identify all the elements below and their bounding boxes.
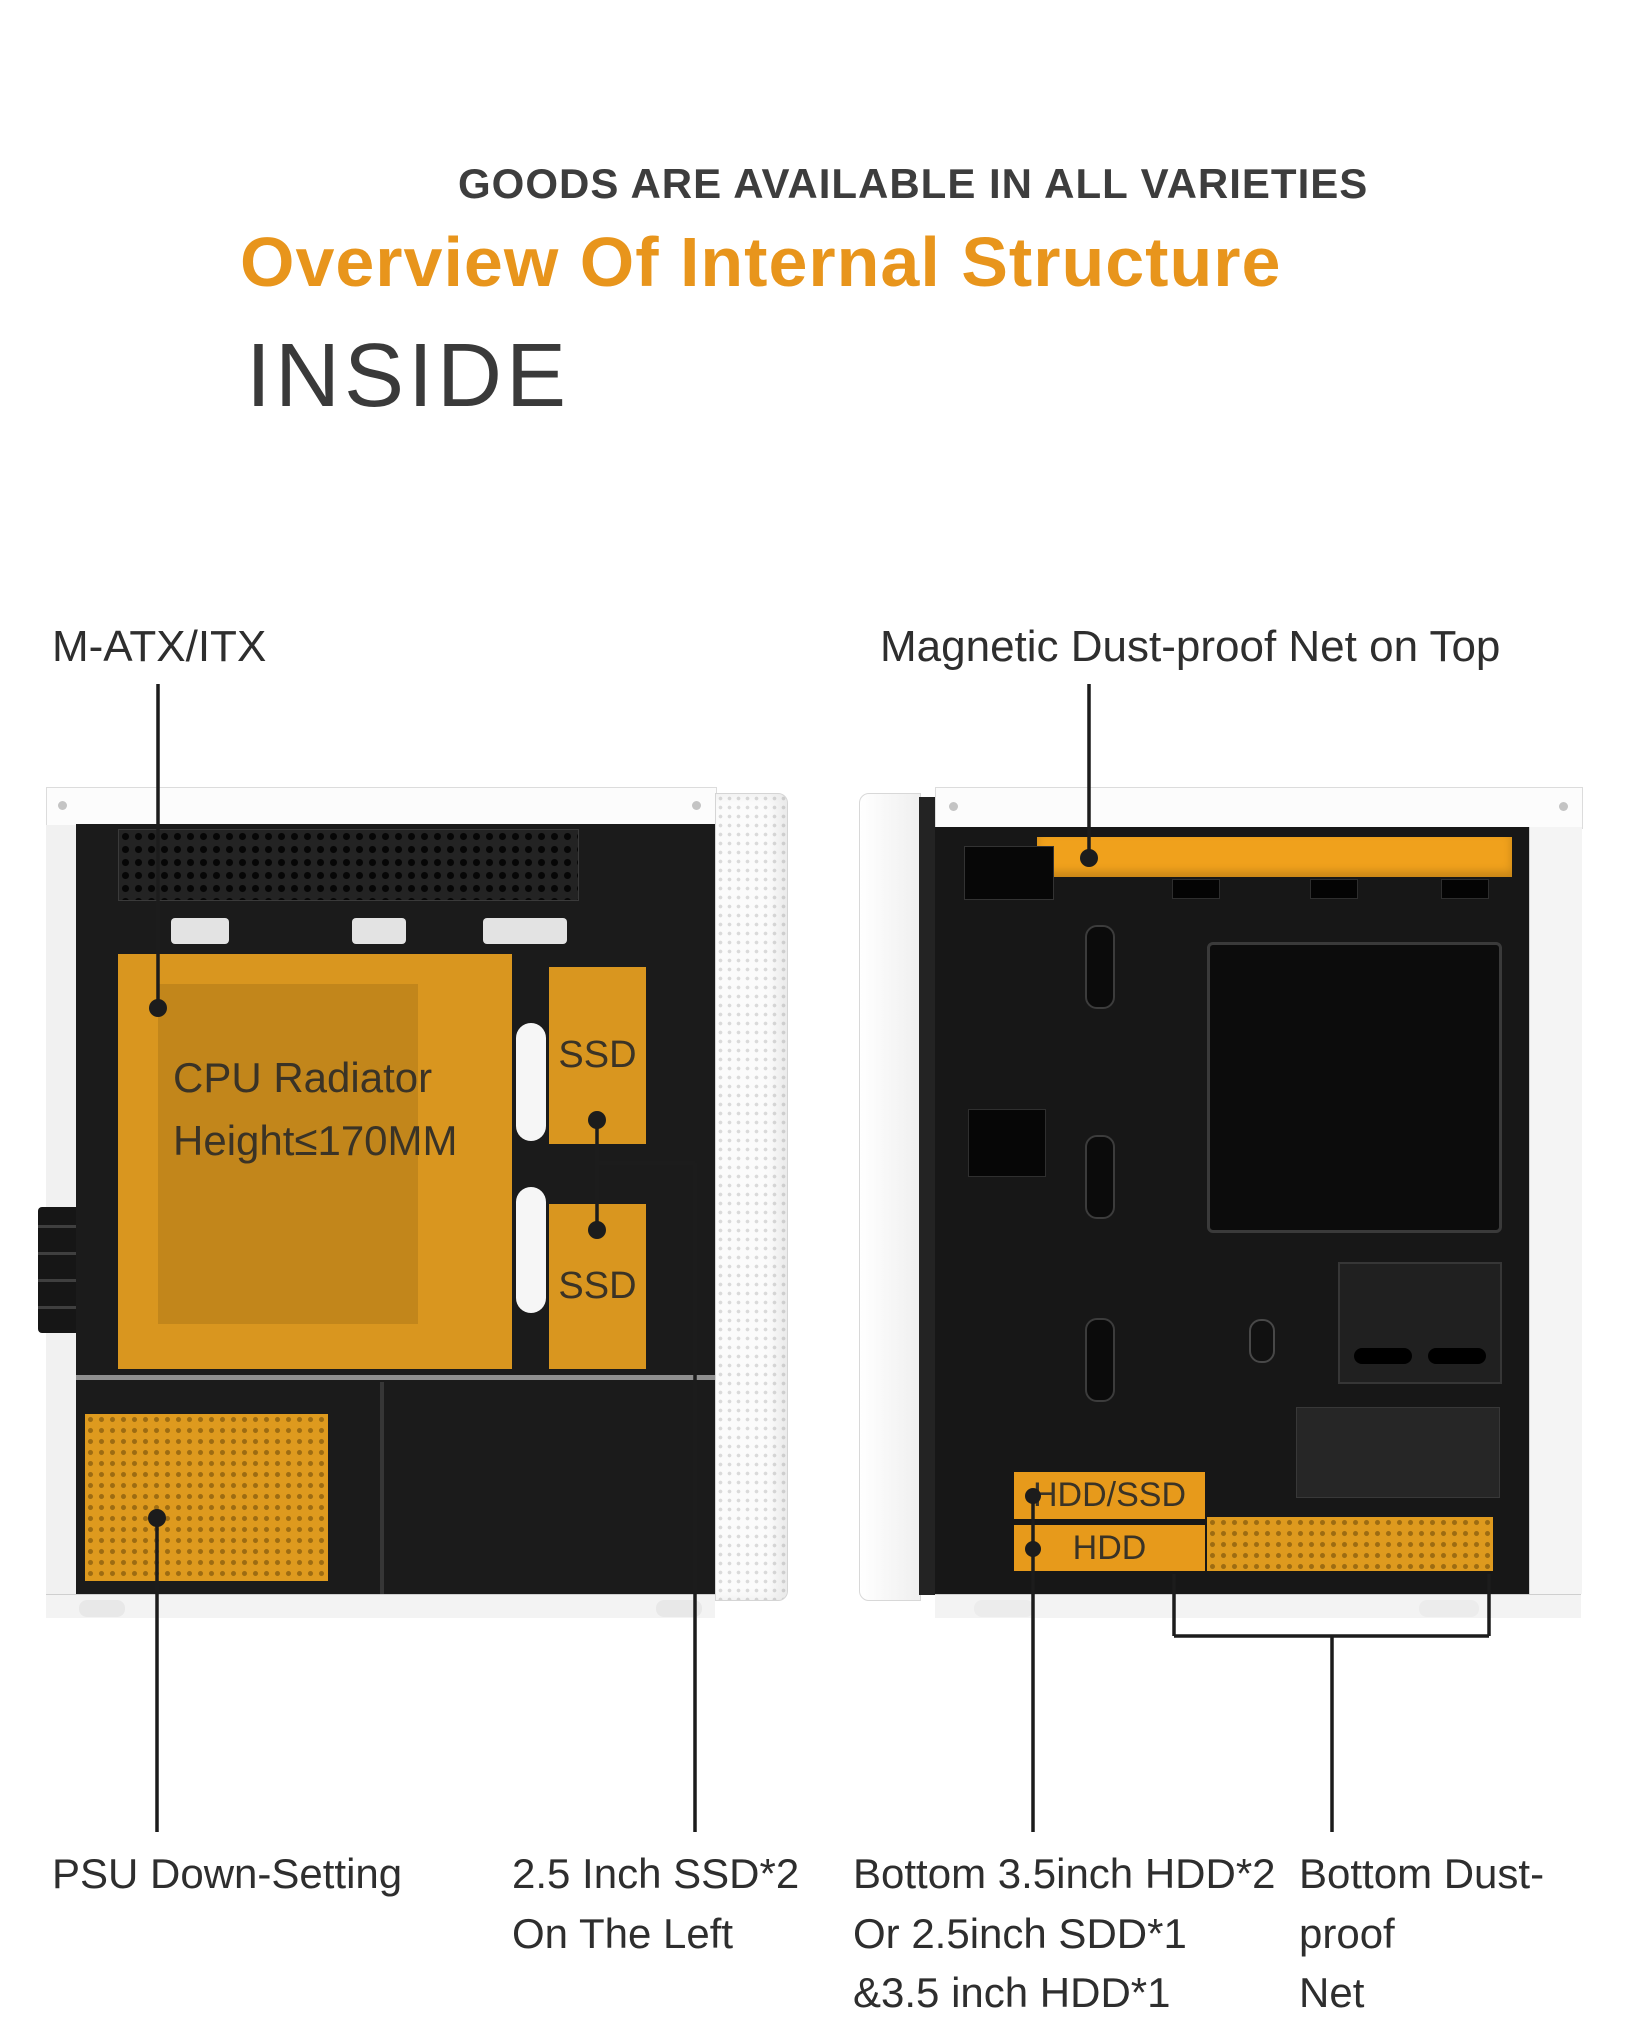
cpu-zone-inner-shade	[158, 984, 418, 1324]
case-right-view: HDD/SSD HDD	[859, 787, 1583, 1618]
dust-net-top-zone	[1037, 837, 1512, 877]
case-right-front-panel	[859, 793, 921, 1601]
psu-bay-divider	[380, 1382, 384, 1594]
hdd-ssd-zone-label: HDD/SSD	[1032, 1476, 1187, 1514]
top-vent-slot	[1310, 879, 1358, 899]
oval-slot	[1249, 1319, 1275, 1363]
callout-label-matx: M-ATX/ITX	[52, 622, 267, 671]
cable-grommet	[516, 1187, 546, 1313]
top-vent-slot	[1172, 879, 1220, 899]
top-vent-mesh	[118, 829, 579, 901]
cpu-backplate-cutout	[1207, 942, 1502, 1233]
case-right-top-frame	[935, 787, 1583, 829]
case-right-rear-frame	[1529, 827, 1582, 1594]
screw-dot	[58, 801, 67, 810]
cable-cutout	[483, 918, 567, 944]
ssd-bracket-plate	[1338, 1262, 1502, 1384]
callout-label-hdd: Bottom 3.5inch HDD*2 Or 2.5inch SDD*1 &3…	[853, 1850, 1276, 2017]
callout-label-psu: PSU Down-Setting	[52, 1850, 403, 1897]
case-foot	[656, 1600, 702, 1617]
cable-cutout	[352, 918, 406, 944]
ssd-zone-bottom: SSD	[549, 1204, 646, 1369]
header-tagline: GOODS ARE AVAILABLE IN ALL VARIETIES	[458, 160, 1369, 207]
case-foot	[1419, 1600, 1479, 1617]
bracket-slot	[1354, 1348, 1412, 1364]
screw-dot	[949, 802, 958, 811]
hdd-zone: HDD	[1014, 1525, 1205, 1571]
cable-routing-slot	[1085, 925, 1115, 1009]
ssd-zone-bottom-label: SSD	[558, 1265, 637, 1307]
cable-routing-slot	[1085, 1318, 1115, 1402]
psu-zone	[85, 1414, 328, 1581]
case-left-front-panel	[715, 793, 788, 1601]
callout-label-bottom-net: Bottom Dust-proof Net	[1299, 1850, 1545, 2017]
ssd-zone-top-label: SSD	[558, 1034, 637, 1076]
main-title: Overview Of Internal Structure	[240, 223, 1282, 301]
case-left-top-frame	[46, 787, 717, 827]
cpu-zone-label: CPU Radiator Height≤170MM	[173, 1054, 458, 1164]
cable-cutout	[171, 918, 229, 944]
cable-routing-slot	[1085, 1135, 1115, 1219]
case-foot	[974, 1600, 1034, 1617]
case-left-view: CPU Radiator Height≤170MM SSD SSD	[38, 787, 788, 1618]
psu-shroud-edge	[76, 1375, 715, 1380]
cable-grommet	[516, 1023, 546, 1141]
callout-label-magnetic-net: Magnetic Dust-proof Net on Top	[880, 622, 1501, 671]
hdd-zone-label: HDD	[1072, 1528, 1147, 1567]
hdd-ssd-zone: HDD/SSD	[1014, 1472, 1205, 1519]
case-foot	[79, 1600, 125, 1617]
callout-label-ssd: 2.5 Inch SSD*2 On The Left	[512, 1850, 800, 1957]
bottom-dust-net-zone	[1207, 1517, 1493, 1571]
ssd-zone-top: SSD	[549, 967, 646, 1144]
expansion-slots-tab	[38, 1207, 76, 1333]
psu-rear-block	[1296, 1407, 1500, 1498]
screw-dot	[1559, 802, 1568, 811]
screw-dot	[692, 801, 701, 810]
front-io-box	[968, 1109, 1046, 1177]
bracket-slot	[1428, 1348, 1486, 1364]
case-left-bottom-frame	[46, 1594, 715, 1618]
subtitle-inside: INSIDE	[246, 326, 571, 426]
cpu-radiator-zone: CPU Radiator Height≤170MM	[118, 954, 512, 1369]
top-vent-slot	[1441, 879, 1489, 899]
rear-vent-cutout	[964, 846, 1054, 900]
front-panel-inner-edge	[919, 797, 935, 1595]
